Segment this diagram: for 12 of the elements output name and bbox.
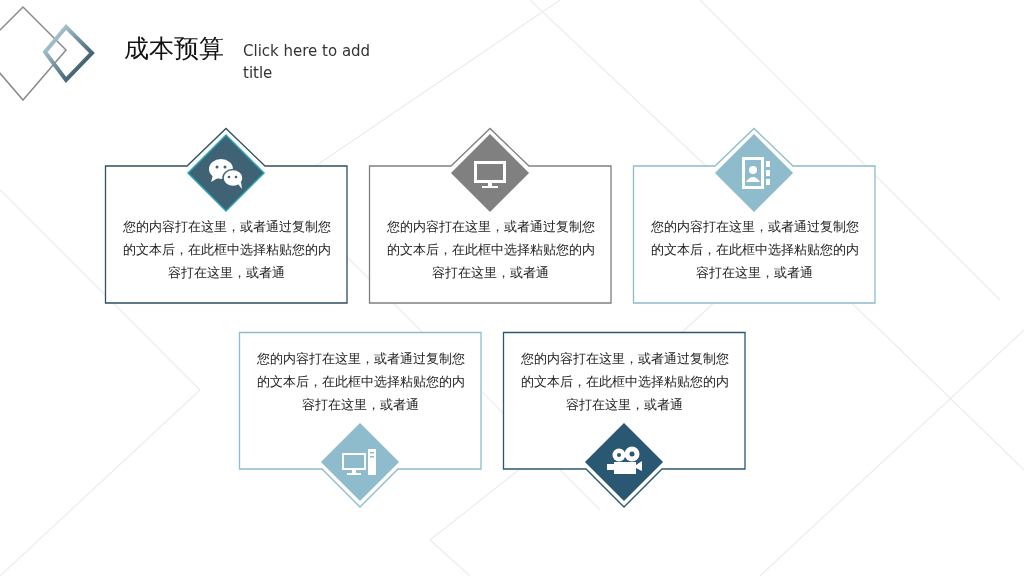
text-card xyxy=(239,332,482,508)
card-text: 您的内容打在这里，或者通过复制您的文本后，在此框中选择粘贴您的内容打在这里，或者通 xyxy=(121,218,332,282)
text-card xyxy=(633,128,876,304)
text-card xyxy=(105,128,348,304)
subtitle-text: Click here to add title xyxy=(243,41,372,84)
slide-title: 成本预算 xyxy=(124,33,224,65)
text-card xyxy=(369,128,612,304)
card-text: 您的内容打在这里，或者通过复制您的文本后，在此框中选择粘贴您的内容打在这里，或者通 xyxy=(649,218,860,282)
card-text: 您的内容打在这里，或者通过复制您的文本后，在此框中选择粘贴您的内容打在这里，或者通 xyxy=(519,350,730,414)
card-text: 您的内容打在这里，或者通过复制您的文本后，在此框中选择粘贴您的内容打在这里，或者通 xyxy=(385,218,596,282)
text-card xyxy=(503,332,746,508)
card-text: 您的内容打在这里，或者通过复制您的文本后，在此框中选择粘贴您的内容打在这里，或者通 xyxy=(255,350,466,414)
